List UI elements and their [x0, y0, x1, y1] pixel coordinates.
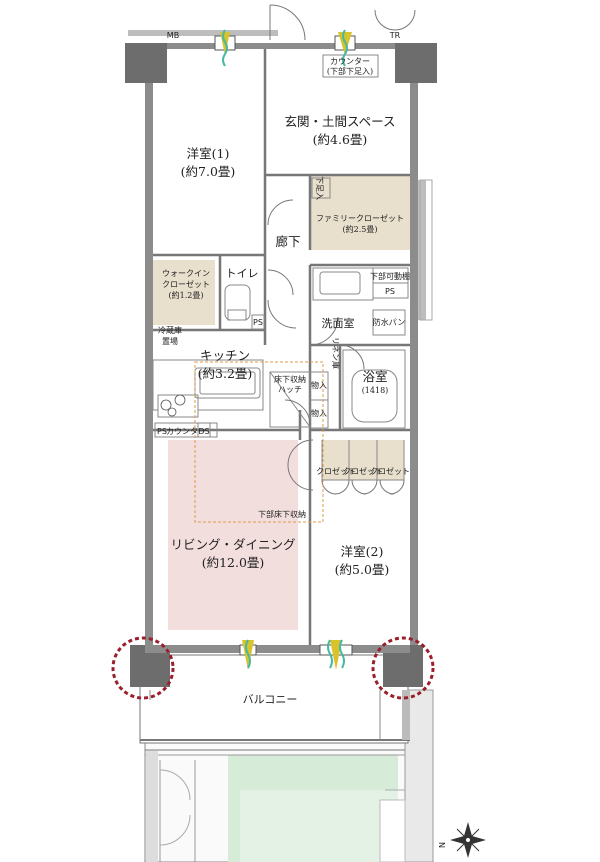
kitchen-area: (約3.2畳): [198, 366, 253, 381]
ps-label-toilet: PS: [253, 318, 263, 327]
underfloor-hatch-label: 床下収納: [274, 374, 306, 384]
washroom-name: 洗面室: [322, 316, 355, 330]
western-room-2-area: (約5.0畳): [335, 562, 390, 577]
walkin-closet-name: ウォークイン: [162, 269, 210, 278]
hallway-name: 廊下: [275, 234, 300, 249]
mb-label: MB: [167, 31, 179, 40]
entrance-counter-label: カウンター: [330, 57, 370, 66]
family-closet-name: ファミリークローゼット: [316, 213, 404, 223]
closet-label-2: クロゼット: [343, 466, 383, 476]
walkin-closet-fill: [153, 260, 215, 325]
storage-label-1: 物入: [311, 380, 327, 390]
fridge-name: 冷蔵庫: [158, 325, 182, 335]
hatch-label: ハッチ: [278, 385, 302, 394]
walkin-closet-area: (約1.2畳): [169, 290, 204, 300]
closet-label-1: クロゼット: [316, 466, 356, 476]
lower-area: [144, 689, 434, 862]
walkin-closet-name2: クローゼット: [162, 279, 210, 289]
storage-label-2: 物入: [311, 408, 327, 418]
underfloor-storage-label: 下部床下収納: [258, 509, 306, 519]
compass-north-label: N: [438, 842, 447, 848]
bathroom-name: 浴室: [362, 369, 387, 384]
fixtures: [152, 54, 409, 481]
kitchen-name: キッチン: [200, 348, 250, 363]
ps-label-laundry: PS: [385, 287, 395, 296]
western-room-1-area: (約7.0畳): [181, 164, 236, 179]
fridge-name2: 置場: [162, 336, 178, 346]
family-closet-fill: [310, 175, 410, 250]
balcony-label: バルコニー: [243, 693, 298, 706]
pillar-markers: [111, 636, 435, 700]
tr-label: TR: [389, 31, 401, 40]
entrance-name: 玄関・土間スペース: [284, 114, 395, 129]
living-dining-area: (約12.0畳): [202, 555, 265, 570]
stove: [160, 394, 186, 417]
closet-fill: [322, 440, 404, 480]
toilet-name: トイレ: [226, 267, 259, 280]
entrance-counter-sub: (下部下足入): [327, 66, 373, 76]
shoe-label: 下足入: [315, 176, 324, 200]
interior-walls: [153, 49, 410, 645]
living-dining-name: リビング・ダイニング: [170, 537, 295, 552]
ds-label: DS: [198, 427, 209, 436]
window-vents: [214, 29, 356, 670]
western-room-2-name: 洋室(2): [341, 544, 384, 559]
family-closet-area: (約2.5畳): [343, 224, 378, 234]
entrance-area: (約4.6畳): [313, 132, 368, 147]
underfloor-guide: [194, 361, 324, 523]
walls: [125, 30, 437, 687]
doors: [267, 4, 416, 495]
living-area-fill: [168, 440, 298, 630]
waterproof-pan-label: 防水パン: [373, 317, 405, 327]
western-room-1-name: 洋室(1): [187, 146, 230, 161]
laundry-shelf-label: 下部可動棚: [370, 271, 410, 281]
linen-label: リネン庫: [331, 337, 341, 369]
counter-label: カウンター: [166, 427, 206, 436]
ps-label-kitchen: PS: [157, 427, 167, 436]
compass-rose-icon: [450, 822, 486, 858]
closet-label-3: クロゼット: [370, 466, 410, 476]
balcony: バルコニー: [139, 654, 410, 744]
bathroom-size: (1418): [362, 386, 389, 395]
